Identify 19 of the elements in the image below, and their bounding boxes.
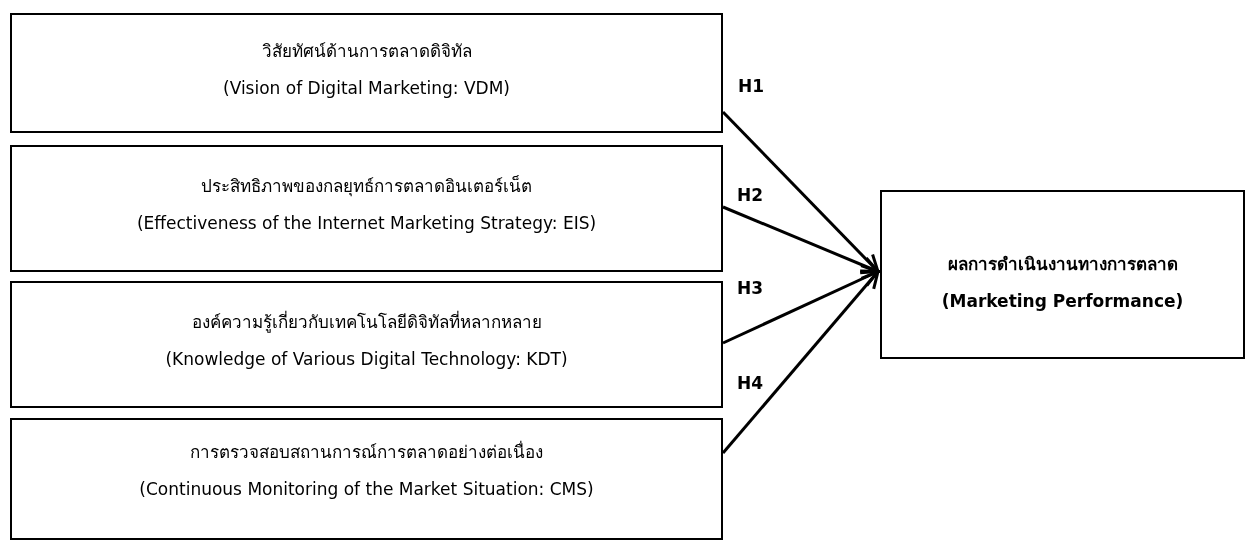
concept-box: [10, 13, 723, 133]
concept-box: [880, 190, 1245, 359]
node-text: (Continuous Monitoring of the Market Situation: CMS): [139, 479, 594, 499]
node-text: (Knowledge of Various Digital Technology: KDT): [165, 349, 568, 369]
concept-box: [10, 418, 723, 540]
node-text: (Effectiveness of the Internet Marketing Strategy: EIS): [136, 213, 597, 233]
node-text: วิสัยทัศน์ด้านการตลาดดิจิทัล: [261, 40, 472, 63]
node-text: (Vision of Digital Marketing: VDM): [223, 78, 510, 98]
concept-box: [10, 145, 723, 272]
edge-label: H2: [737, 185, 764, 205]
node-text: การตรวจสอบสถานการณ์การตลาดอย่างต่อเนื่อง: [190, 439, 543, 464]
node-text: ผลการดำเนินงานทางการตลาด: [947, 253, 1178, 276]
node-text: (Marketing Performance): [941, 291, 1184, 311]
edge-label: H3: [737, 278, 764, 298]
node-text: องค์ความรู้เกี่ยวกับเทคโนโลยีดิจิทัลที่หลากหลาย: [191, 309, 542, 335]
concept-box: [10, 281, 723, 408]
edge-label: H4: [737, 373, 764, 393]
edge-label: H1: [738, 76, 765, 96]
node-text: ประสิทธิภาพของกลยุทธ์การตลาดอินเตอร์เน็ต: [201, 174, 532, 199]
